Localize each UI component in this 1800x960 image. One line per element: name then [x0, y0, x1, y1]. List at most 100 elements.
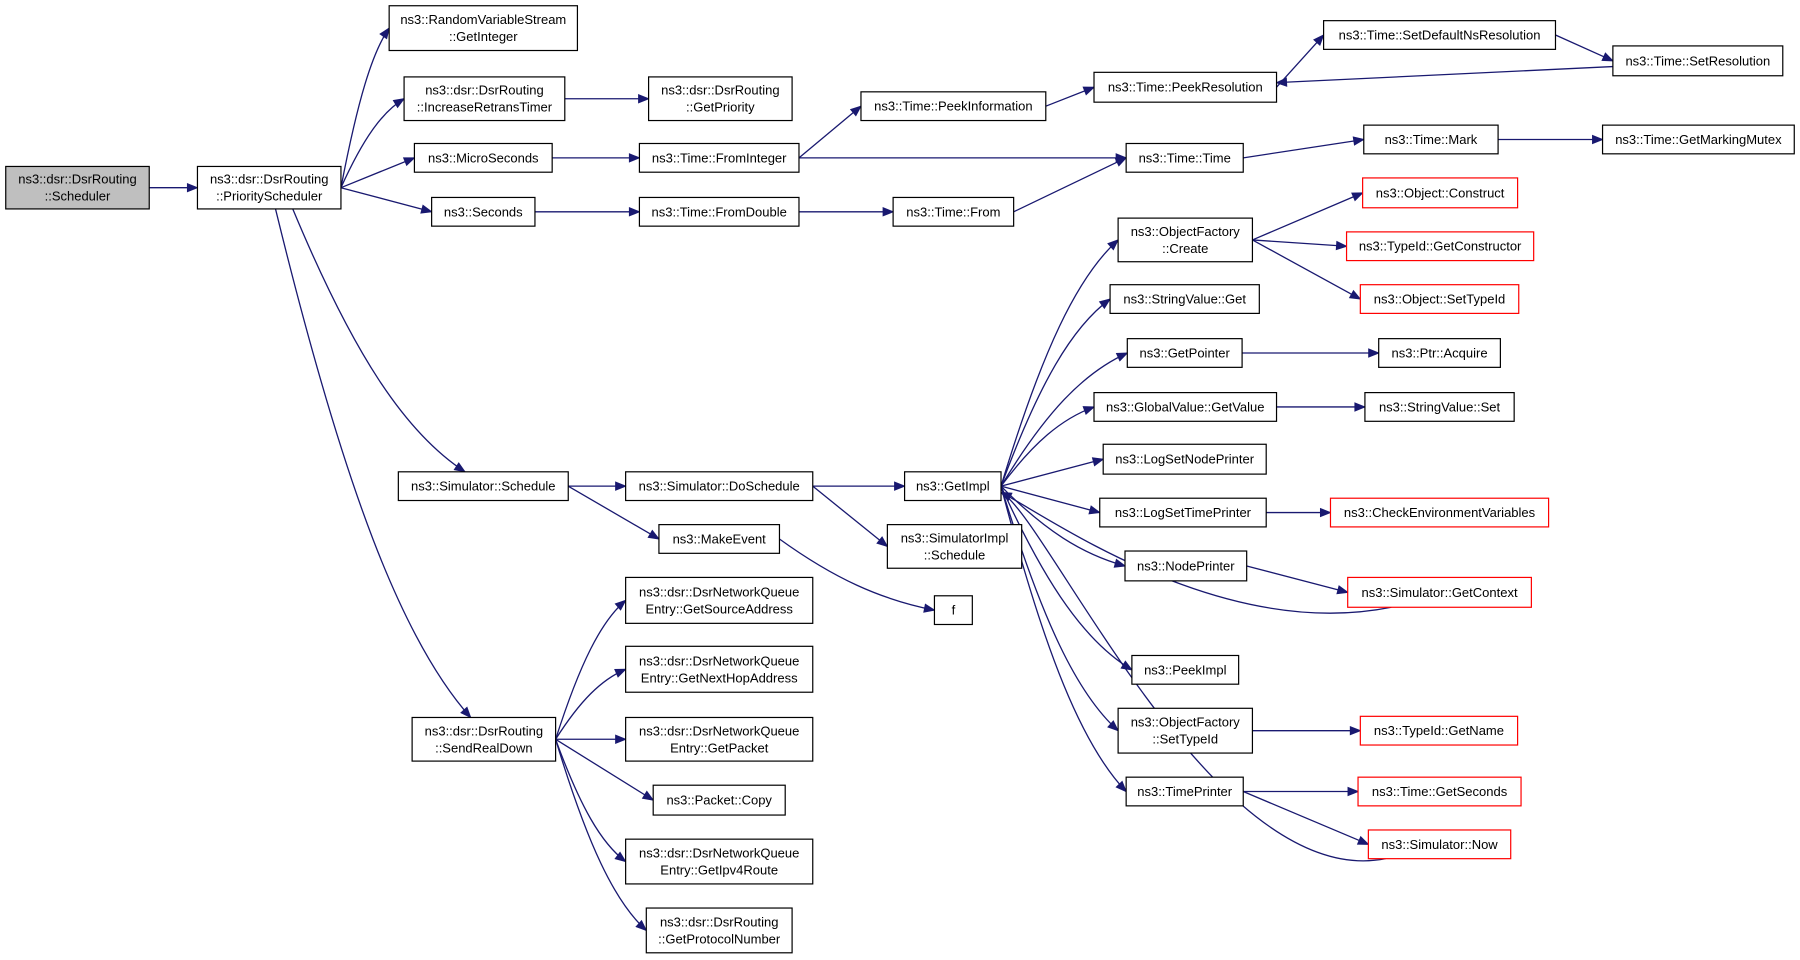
arrow-head — [1336, 585, 1350, 595]
node-nodeprinter[interactable]: ns3::NodePrinter — [1124, 550, 1248, 582]
node-label: ns3::RandomVariableStream — [400, 12, 566, 27]
edge-line — [1252, 239, 1361, 300]
node-getpriority[interactable]: ns3::dsr::DsrRouting::GetPriority — [647, 76, 793, 122]
node-f[interactable]: f — [933, 595, 973, 626]
node-label: f — [952, 603, 956, 618]
node-makeevent[interactable]: ns3::MakeEvent — [658, 524, 781, 554]
arrow-head — [402, 157, 416, 167]
node-sendrealdown[interactable]: ns3::dsr::DsrRouting::SendRealDown — [411, 716, 557, 762]
edge-priority-to-increaseretrans — [340, 98, 406, 188]
node-setresolution[interactable]: ns3::Time::SetResolution — [1612, 45, 1784, 77]
node-setdefaultns[interactable]: ns3::Time::SetDefaultNsResolution — [1322, 20, 1557, 50]
call-edges — [149, 27, 1615, 932]
node-globalvalue-getvalue[interactable]: ns3::GlobalValue::GetValue — [1093, 392, 1278, 422]
arrow-head — [1313, 34, 1325, 46]
node-label: ns3::Time::FromInteger — [652, 150, 787, 165]
node-label: ns3::ObjectFactory — [1131, 224, 1241, 239]
node-getpointer[interactable]: ns3::GetPointer — [1126, 338, 1243, 368]
node-label: ns3::StringValue::Set — [1379, 399, 1501, 414]
node-peekresolution[interactable]: ns3::Time::PeekResolution — [1093, 71, 1278, 103]
node-simulator-getcontext[interactable]: ns3::Simulator::GetContext — [1347, 576, 1532, 608]
node-microseconds[interactable]: ns3::MicroSeconds — [413, 142, 553, 173]
node-checkenv[interactable]: ns3::CheckEnvironmentVariables — [1329, 497, 1550, 528]
node-objfactory-settypeid[interactable]: ns3::ObjectFactory::SetTypeId — [1117, 707, 1254, 754]
node-ptr-acquire[interactable]: ns3::Ptr::Acquire — [1378, 338, 1501, 368]
node-object-settypeid[interactable]: ns3::Object::SetTypeId — [1359, 284, 1520, 314]
node-frominteger[interactable]: ns3::Time::FromInteger — [638, 142, 800, 173]
node-seconds[interactable]: ns3::Seconds — [431, 196, 536, 227]
node-timetime[interactable]: ns3::Time::Time — [1125, 142, 1244, 173]
node-box — [1117, 707, 1254, 754]
arrow-head — [1115, 352, 1129, 362]
edge-increaseretrans-to-getpriority — [564, 93, 650, 104]
node-box — [1125, 776, 1244, 807]
arrow-head — [1275, 77, 1288, 87]
node-peekimpl[interactable]: ns3::PeekImpl — [1131, 654, 1240, 685]
node-label: ns3::dsr::DsrNetworkQueue — [639, 653, 799, 668]
arrow-head — [453, 462, 467, 473]
arrow-head — [635, 919, 648, 932]
node-label: ns3::Time::FromDouble — [652, 204, 787, 219]
node-getnexthopaddress[interactable]: ns3::dsr::DsrNetworkQueueEntry::GetNextH… — [625, 645, 814, 693]
node-priority[interactable]: ns3::dsr::DsrRouting::PriorityScheduler — [196, 165, 342, 210]
node-box — [1099, 497, 1267, 528]
node-box — [1093, 71, 1278, 103]
node-simulator-doschedule[interactable]: ns3::Simulator::DoSchedule — [625, 471, 814, 502]
node-fromdouble[interactable]: ns3::Time::FromDouble — [638, 196, 800, 227]
arrow-head — [1082, 406, 1096, 416]
edge-microseconds-to-frominteger — [552, 153, 641, 163]
node-simimpl-schedule[interactable]: ns3::SimulatorImpl::Schedule — [886, 524, 1023, 569]
node-timeprinter[interactable]: ns3::TimePrinter — [1125, 776, 1244, 807]
node-label: ns3::Time::GetMarkingMutex — [1615, 132, 1782, 147]
node-typeid-getconstructor[interactable]: ns3::TypeId::GetConstructor — [1345, 231, 1535, 262]
node-label: ns3::ObjectFactory — [1131, 715, 1241, 730]
arrow-head — [1091, 457, 1105, 467]
edge-setresolution-to-peekresolution — [1275, 65, 1613, 87]
node-box — [1125, 142, 1244, 173]
node-objfactory-create[interactable]: ns3::ObjectFactory::Create — [1117, 217, 1254, 263]
node-rvs-getinteger[interactable]: ns3::RandomVariableStream::GetInteger — [388, 5, 579, 52]
node-getprotocolnumber[interactable]: ns3::dsr::DsrRouting::GetProtocolNumber — [645, 907, 793, 954]
node-label: ns3::dsr::DsrRouting — [210, 172, 329, 187]
edge-seconds-to-fromdouble — [534, 207, 641, 217]
function-nodes: ns3::dsr::DsrRouting::Schedulerns3::dsr:… — [5, 5, 1795, 954]
node-label: ns3::Time::PeekResolution — [1108, 80, 1263, 95]
arrow-head — [1368, 348, 1381, 358]
node-logsettimeprinter[interactable]: ns3::LogSetTimePrinter — [1099, 497, 1267, 528]
node-box — [1364, 392, 1515, 422]
edge-getimpl-to-logsettimeprinter — [1000, 485, 1102, 515]
node-label: ns3::Simulator::GetContext — [1362, 585, 1518, 600]
edge-sendrealdown-to-getsourceaddress — [554, 599, 627, 740]
node-peekinformation[interactable]: ns3::Time::PeekInformation — [860, 91, 1047, 122]
node-time-getseconds[interactable]: ns3::Time::GetSeconds — [1357, 776, 1522, 807]
node-simulator-schedule[interactable]: ns3::Simulator::Schedule — [397, 471, 569, 502]
arrow-head — [647, 529, 661, 540]
node-increaseretrans[interactable]: ns3::dsr::DsrRouting::IncreaseRetransTim… — [403, 76, 566, 122]
node-getpacket[interactable]: ns3::dsr::DsrNetworkQueueEntry::GetPacke… — [625, 716, 814, 762]
node-label: ns3::dsr::DsrRouting — [661, 83, 780, 98]
node-box — [645, 907, 793, 954]
node-typeid-getname[interactable]: ns3::TypeId::GetName — [1359, 715, 1519, 746]
node-stringvalue-set[interactable]: ns3::StringValue::Set — [1364, 392, 1515, 422]
node-getimpl[interactable]: ns3::GetImpl — [903, 471, 1002, 502]
node-label: ns3::Simulator::DoSchedule — [639, 479, 800, 494]
node-mark[interactable]: ns3::Time::Mark — [1363, 124, 1499, 155]
node-object-construct[interactable]: ns3::Object::Construct — [1362, 177, 1519, 209]
edge-simulator_now-to-getimpl — [999, 491, 1386, 862]
node-getipv4route[interactable]: ns3::dsr::DsrNetworkQueueEntry::GetIpv4R… — [625, 838, 814, 885]
node-packet-copy[interactable]: ns3::Packet::Copy — [652, 784, 786, 816]
node-simulator-now[interactable]: ns3::Simulator::Now — [1367, 829, 1512, 860]
node-getsourceaddress[interactable]: ns3::dsr::DsrNetworkQueueEntry::GetSourc… — [625, 576, 814, 624]
edge-line — [340, 157, 415, 189]
node-logsetnodeprinter[interactable]: ns3::LogSetNodePrinter — [1102, 443, 1267, 475]
node-label: ns3::NodePrinter — [1137, 558, 1235, 573]
edge-line — [554, 739, 647, 931]
node-from[interactable]: ns3::Time::From — [892, 196, 1015, 227]
node-stringvalue-get[interactable]: ns3::StringValue::Get — [1109, 284, 1260, 314]
node-box — [892, 196, 1015, 227]
node-box — [1359, 284, 1520, 314]
edge-getimpl-to-getpointer — [1000, 352, 1129, 487]
node-getmarkingmutex[interactable]: ns3::Time::GetMarkingMutex — [1601, 124, 1795, 155]
edge-line — [567, 485, 660, 540]
arrow-head — [876, 536, 889, 548]
